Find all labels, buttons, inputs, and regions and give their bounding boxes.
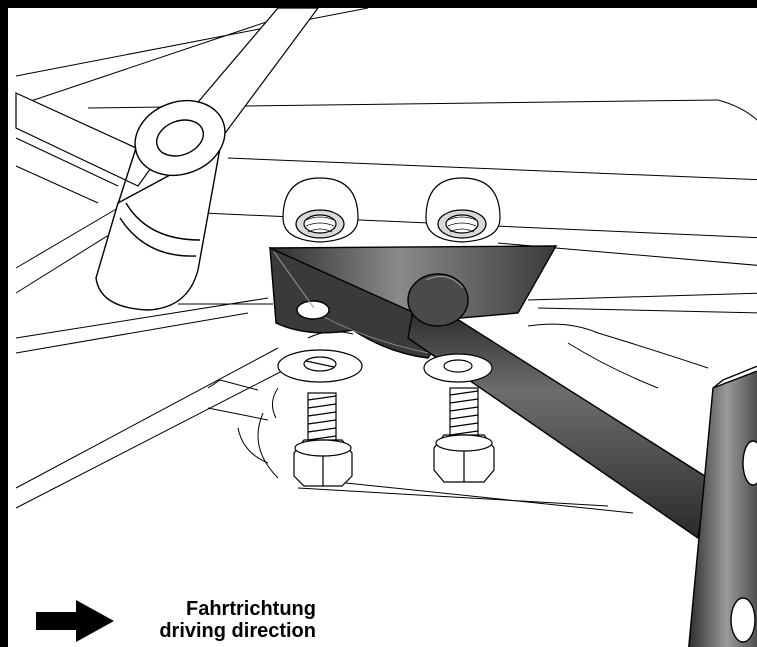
washer-left xyxy=(277,349,363,383)
frame-lines xyxy=(15,8,757,514)
cap-nut-right xyxy=(425,177,501,243)
side-plate xyxy=(688,365,757,647)
washer-right xyxy=(423,353,493,383)
legend-label-german: Fahrtrichtung xyxy=(186,598,316,620)
direction-legend: Fahrtrichtung driving direction xyxy=(36,596,326,647)
arrow-right-icon xyxy=(36,600,114,642)
legend-text: Fahrtrichtung driving direction xyxy=(159,598,316,642)
tie-rod xyxy=(407,273,709,540)
mount-post xyxy=(95,99,226,311)
bolt-right xyxy=(433,387,495,483)
legend-label-english: driving direction xyxy=(159,620,316,642)
bolt-left xyxy=(293,392,353,487)
cap-nut-left xyxy=(282,177,359,243)
assembly-illustration xyxy=(15,8,757,647)
